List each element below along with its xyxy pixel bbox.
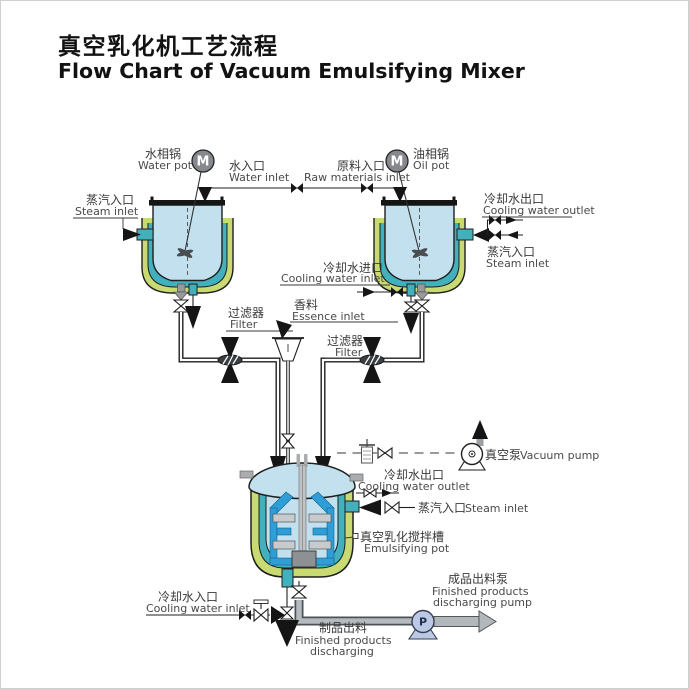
- page-title-zh: 真空乳化机工艺流程: [58, 33, 279, 60]
- raw-materials-label-en: Raw materials inlet: [304, 171, 411, 184]
- finished-discharging-label-en1: Finished products: [295, 634, 392, 647]
- emulsifying-pot: [239, 454, 415, 588]
- filter-left-label-en: Filter: [230, 318, 258, 331]
- homogenizer-block: [291, 550, 317, 568]
- water-pot-label-zh: 水相锅: [145, 146, 181, 161]
- discharge-flow-arrow-icon: [478, 610, 497, 633]
- raw-materials-label-zh: 原料入口: [337, 159, 385, 173]
- emulsifying-pot-label-en: Emulsifying pot: [364, 542, 450, 555]
- page-title-en: Flow Chart of Vacuum Emulsifying Mixer: [58, 59, 526, 83]
- oil-pot-drain-arrow: [403, 313, 419, 334]
- cooling-inlet-arrow-icon: [271, 606, 285, 624]
- finished-discharging-label-zh: 制品出料: [319, 621, 367, 635]
- pot-steam-arrow-icon: [359, 499, 381, 516]
- oil-pot-motor-label: M: [391, 155, 404, 170]
- filter-right-label-zh: 过滤器: [327, 334, 363, 348]
- steam-left-label-zh: 蒸汽入口: [86, 192, 134, 207]
- cooling-inlet-pot-label-zh: 冷却水入口: [158, 590, 218, 604]
- steam-pot-label-zh: 蒸汽入口: [418, 500, 466, 515]
- discharging-pump-label-zh: 成品出料泵: [448, 572, 508, 586]
- vacuum-pump-label-en: Vacuum pump: [520, 449, 599, 462]
- discharging-pump-letter: P: [419, 616, 427, 629]
- filter-left-label-zh: 过滤器: [228, 306, 264, 320]
- water-pot-drain-arrow: [185, 306, 201, 329]
- cooling-outlet-oil-label-en: Cooling water outlet: [483, 204, 595, 217]
- oil-pot-label-zh: 油相锅: [413, 146, 449, 161]
- steam-oil-label-en: Steam inlet: [486, 257, 550, 270]
- filter-left-symbol: [217, 337, 243, 383]
- water-pot-tank: [136, 149, 234, 329]
- cooling-outlet-pot-label-zh: 冷却水出口: [384, 468, 444, 482]
- discharging-pump-label-en2: discharging pump: [433, 596, 532, 609]
- feed-lines: [73, 183, 407, 297]
- oil-pot-motor-icon: [385, 149, 409, 173]
- discharging-pump-label-en1: Finished products: [432, 585, 529, 598]
- essence-arrow-icon: [276, 320, 292, 339]
- diagram-labels: 水相锅 Water pot M 油相锅 Oil pot M 水入口 Water …: [75, 146, 599, 658]
- essence-funnel: [272, 320, 398, 471]
- finished-discharging-label-en2: discharging: [310, 645, 374, 658]
- filter-right-label-en: Filter: [335, 346, 363, 359]
- title-block: 真空乳化机工艺流程 Flow Chart of Vacuum Emulsifyi…: [58, 33, 526, 83]
- filter-right-symbol: [359, 337, 385, 383]
- vacuum-line: [337, 420, 488, 471]
- water-inlet-label-en: Water inlet: [229, 171, 290, 184]
- product-discharge-arrow-icon: [275, 620, 299, 647]
- steam-inlet-left-arrow-icon: [123, 228, 141, 241]
- emulsifying-pot-label-zh: 真空乳化搅拌槽: [360, 529, 444, 544]
- essence-label-zh: 香料: [294, 298, 318, 312]
- oil-pot-label-en: Oil pot: [413, 159, 450, 172]
- steam-pot-label-en: Steam inlet: [465, 502, 529, 515]
- pot-paddles: [272, 513, 332, 550]
- raw-materials-arrow-icon: [393, 187, 407, 202]
- cooling-inlet-oil-label-zh: 冷却水进口: [323, 261, 383, 275]
- water-inlet-label-zh: 水入口: [229, 159, 265, 173]
- oil-pot-steam-arrow-icon: [473, 228, 489, 242]
- steam-oil-label-zh: 蒸汽入口: [487, 244, 535, 259]
- discharge-assembly: [146, 581, 497, 647]
- vacuum-pump-label-zh: 真空泵: [485, 448, 521, 462]
- cooling-outlet-pot-label-en: Cooling water outlet: [358, 480, 470, 493]
- oil-pot-tank: [373, 149, 523, 334]
- cooling-outlet-oil-label-zh: 冷却水出口: [484, 192, 544, 206]
- water-inlet-arrow-icon: [198, 187, 212, 202]
- vacuum-exhaust-arrow-icon: [472, 420, 488, 439]
- water-pot-motor-label: M: [197, 155, 210, 170]
- cooling-inlet-oil-label-en: Cooling water inlet: [281, 272, 385, 285]
- essence-label-en: Essence inlet: [292, 310, 365, 323]
- discharging-pump-icon: [411, 609, 435, 634]
- water-pot-motor-icon: [191, 149, 215, 173]
- cooling-inlet-pot-label-en: Cooling water inlet: [146, 602, 250, 615]
- water-pot-label-en: Water pot: [138, 159, 193, 172]
- steam-left-label-en: Steam inlet: [75, 205, 139, 218]
